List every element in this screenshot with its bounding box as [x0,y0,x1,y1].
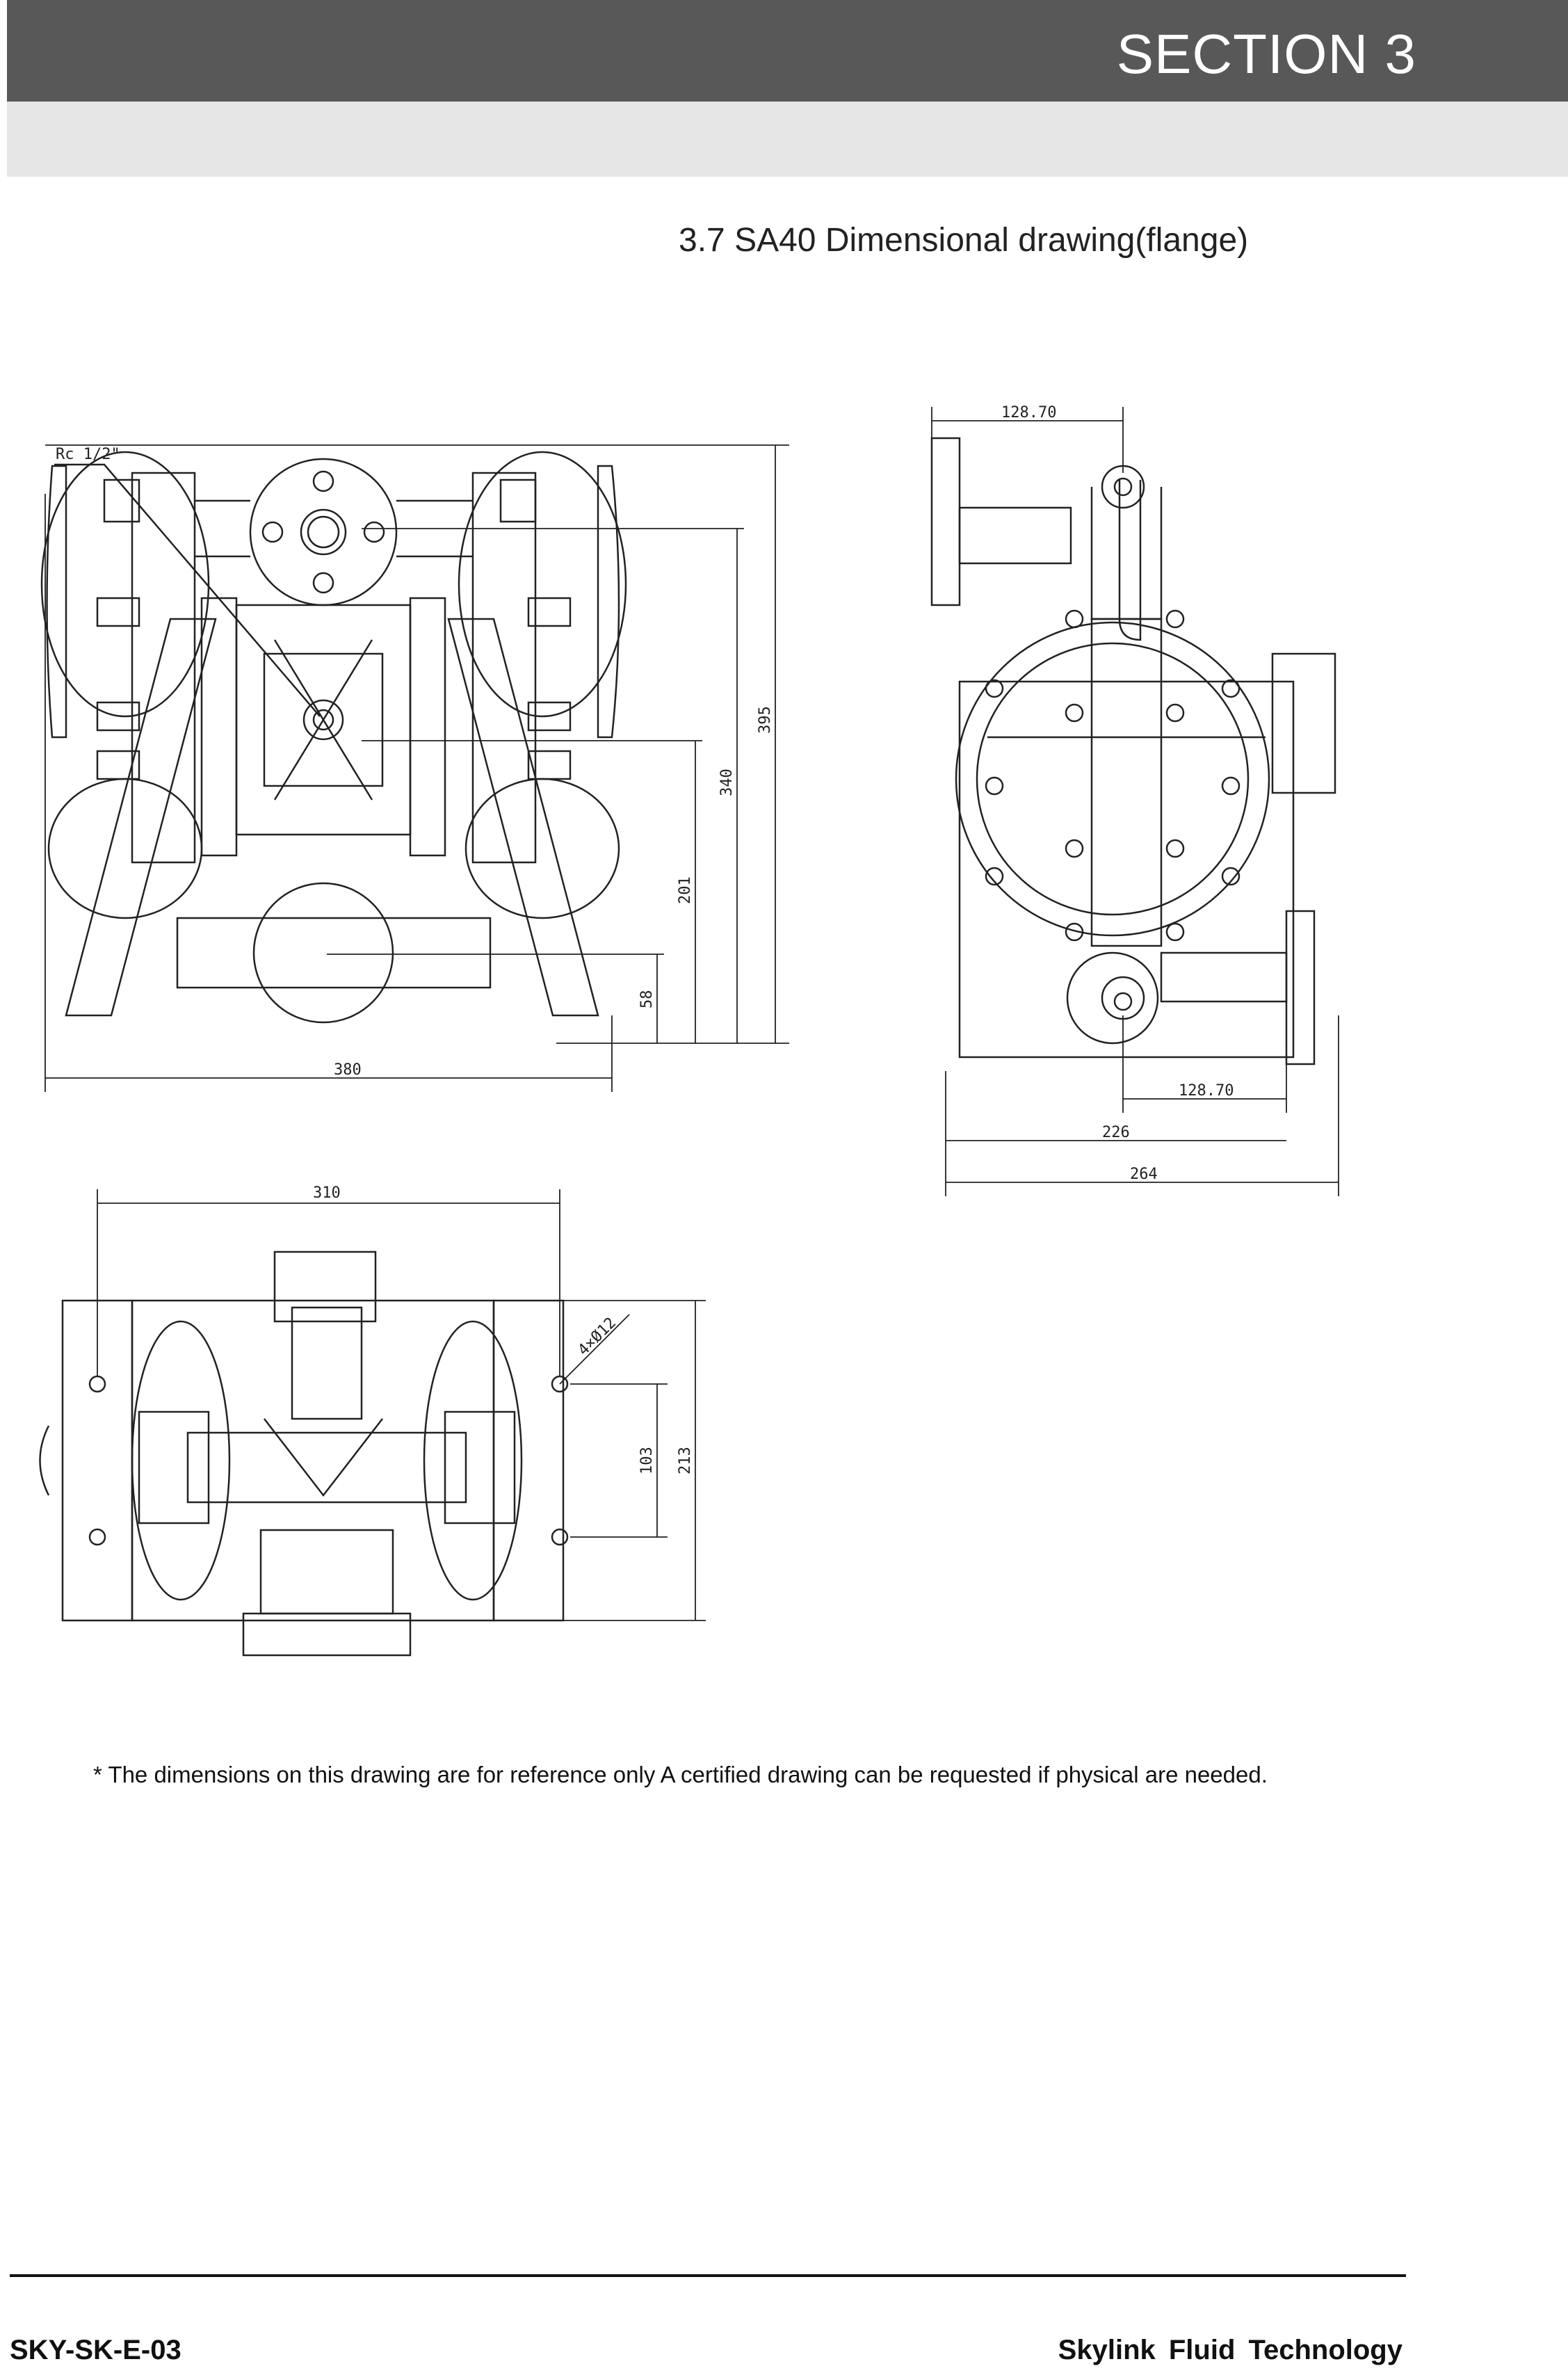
dim-340: 340 [718,769,736,796]
doc-code: SKY-SK-E-03 [10,2335,181,2365]
dim-side-top: 128.70 [1001,404,1056,421]
dim-holes: 4×Ø12 [575,1314,620,1360]
dim-226: 226 [1102,1124,1130,1141]
reference-note: * The dimensions on this drawing are for… [93,1762,1268,1787]
dim-395: 395 [757,706,774,734]
dim-side-bottom: 128.70 [1179,1082,1234,1100]
front-view [40,451,627,1024]
side-dimensions [931,407,1339,1196]
page-title: 3.7 SA40 Dimensional drawing(flange) [679,222,1249,259]
side-view [930,437,1336,1065]
front-dimensions [45,444,789,1092]
dim-310: 310 [313,1184,341,1202]
dim-380: 380 [334,1061,362,1079]
dimensional-drawing: Rc 1/2" 380 395 340 201 58 128.70 128.70… [39,404,1339,1657]
subheader-bar: 3.7 SA40 Dimensional drawing(flange) [7,102,1568,259]
dim-213: 213 [677,1447,694,1474]
dim-264: 264 [1130,1166,1158,1183]
bottom-view [39,1250,569,1657]
header-bar: SECTION 3 [7,0,1568,102]
dim-201: 201 [677,876,694,904]
dim-58: 58 [638,990,656,1009]
dim-103: 103 [638,1447,656,1474]
footer-divider [10,2274,1406,2277]
bottom-dimensions [97,1189,706,1621]
company-name: Skylink Fluid Technology [1058,2335,1403,2365]
section-title: SECTION 3 [1116,23,1416,85]
port-label: Rc 1/2" [56,446,120,463]
